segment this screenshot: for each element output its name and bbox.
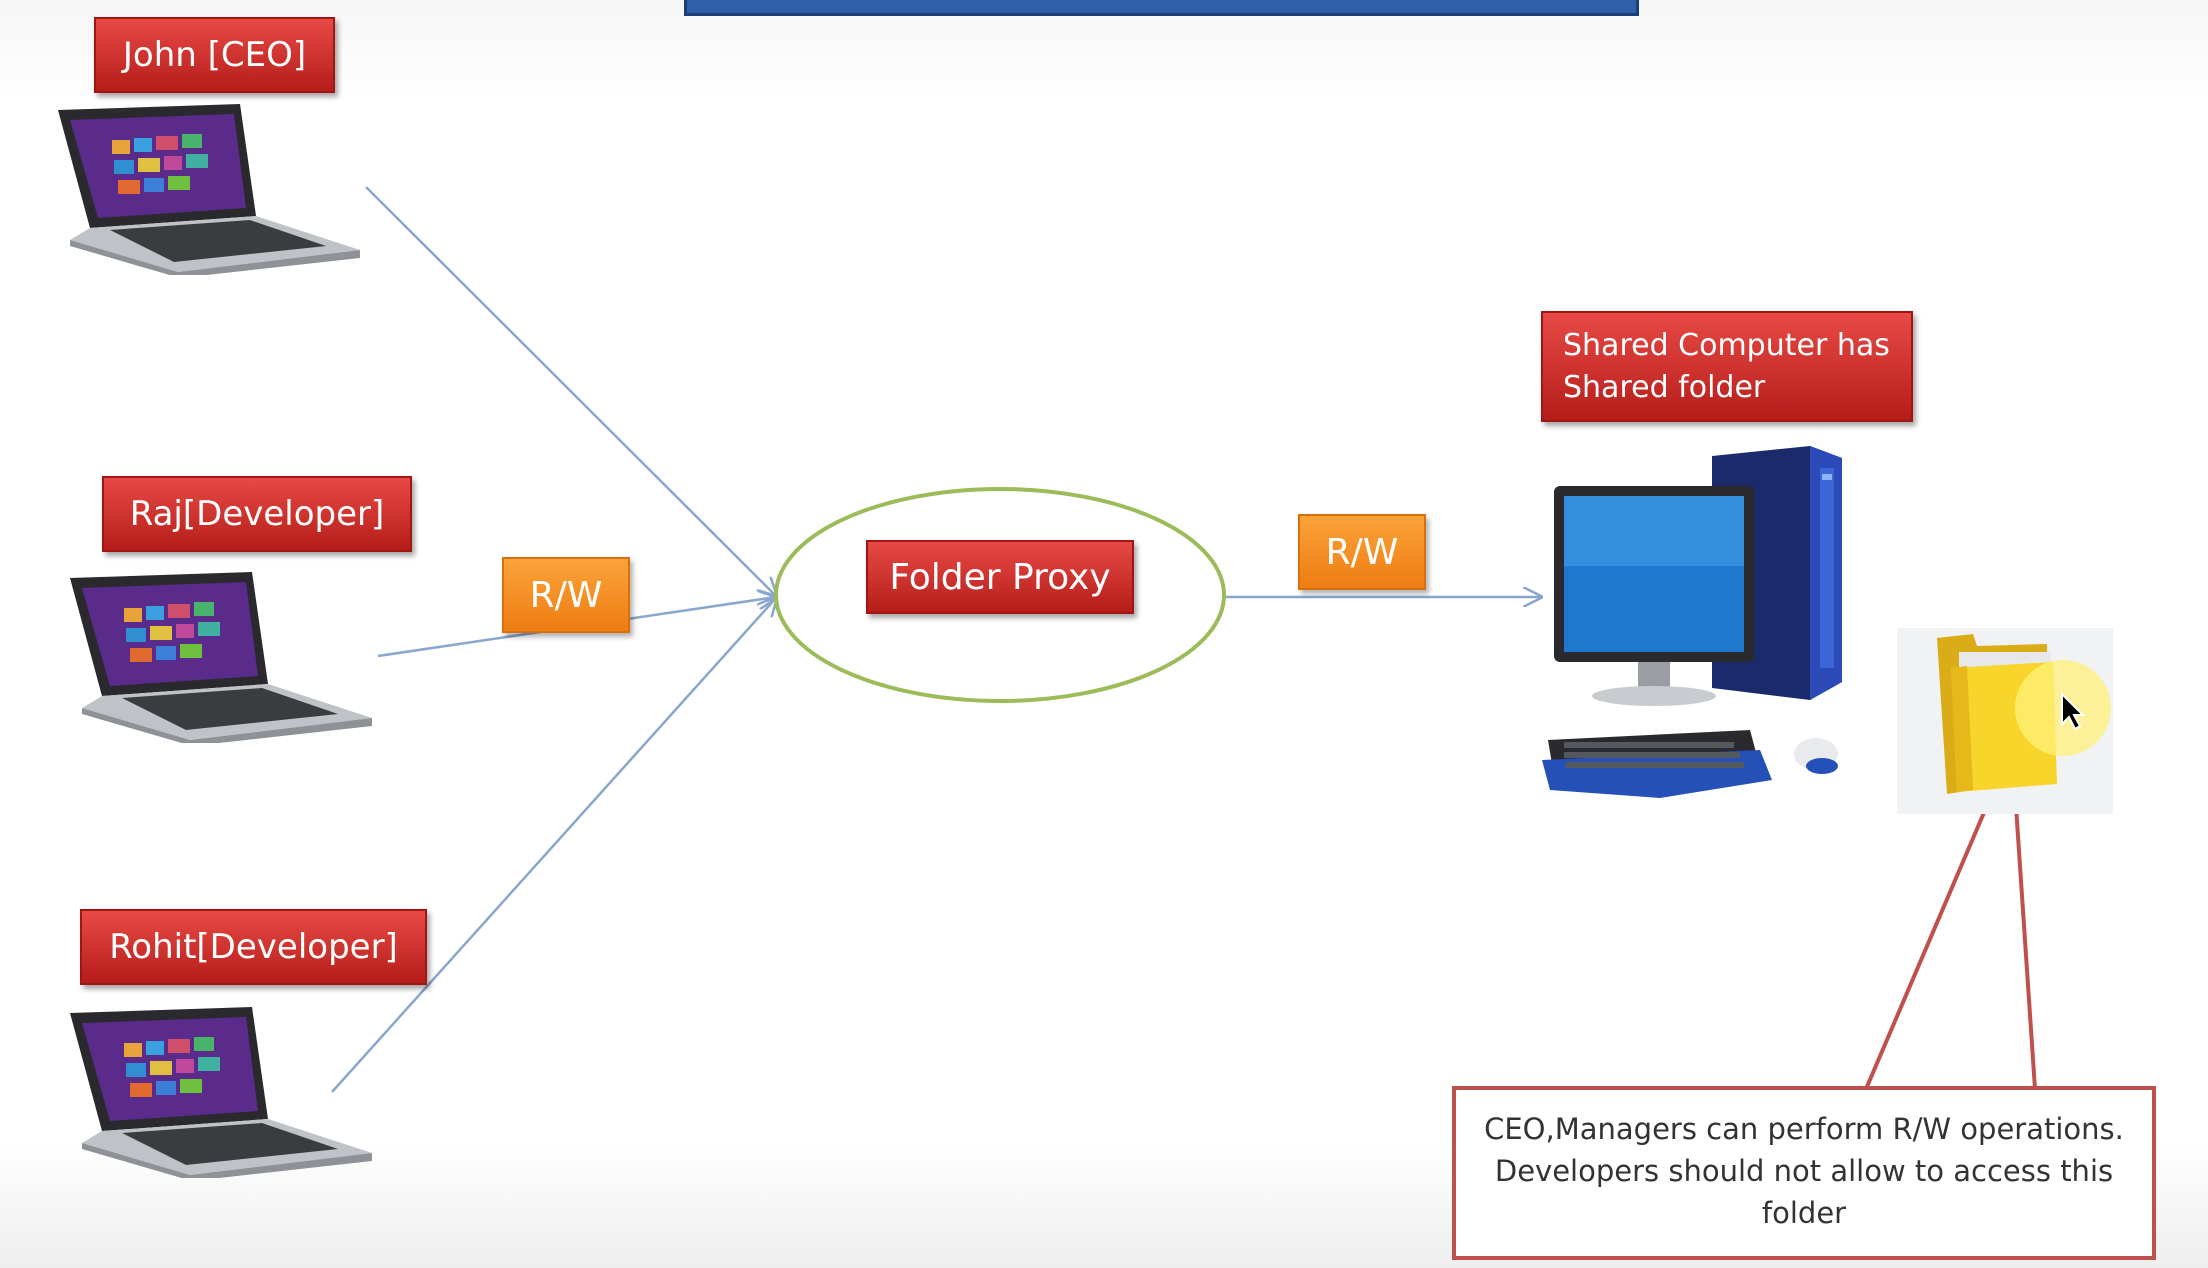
- proxy-label: Folder Proxy: [866, 540, 1134, 614]
- shared-folder-icon: [1897, 628, 2113, 814]
- access-rule-note: CEO,Managers can perform R/W operations.…: [1452, 1086, 2156, 1260]
- access-label-right: R/W: [1298, 514, 1426, 590]
- connector-john-to-proxy: [365, 186, 776, 596]
- user-label-rohit: Rohit[Developer]: [80, 909, 427, 985]
- user-label-john: John [CEO]: [94, 17, 335, 93]
- laptop-icon-john: [58, 104, 360, 275]
- top-banner-bar: [684, 0, 1639, 16]
- shared-computer-label: Shared Computer has Shared folder: [1541, 311, 1913, 422]
- connector-rohit-to-proxy: [331, 598, 776, 1093]
- access-label-left: R/W: [502, 557, 630, 633]
- laptop-icon-rohit: [70, 1007, 372, 1178]
- laptop-icon-raj: [70, 572, 372, 743]
- user-label-raj: Raj[Developer]: [102, 476, 412, 552]
- proxy-ellipse: [774, 487, 1226, 703]
- desktop-computer-icon: [1542, 446, 1842, 798]
